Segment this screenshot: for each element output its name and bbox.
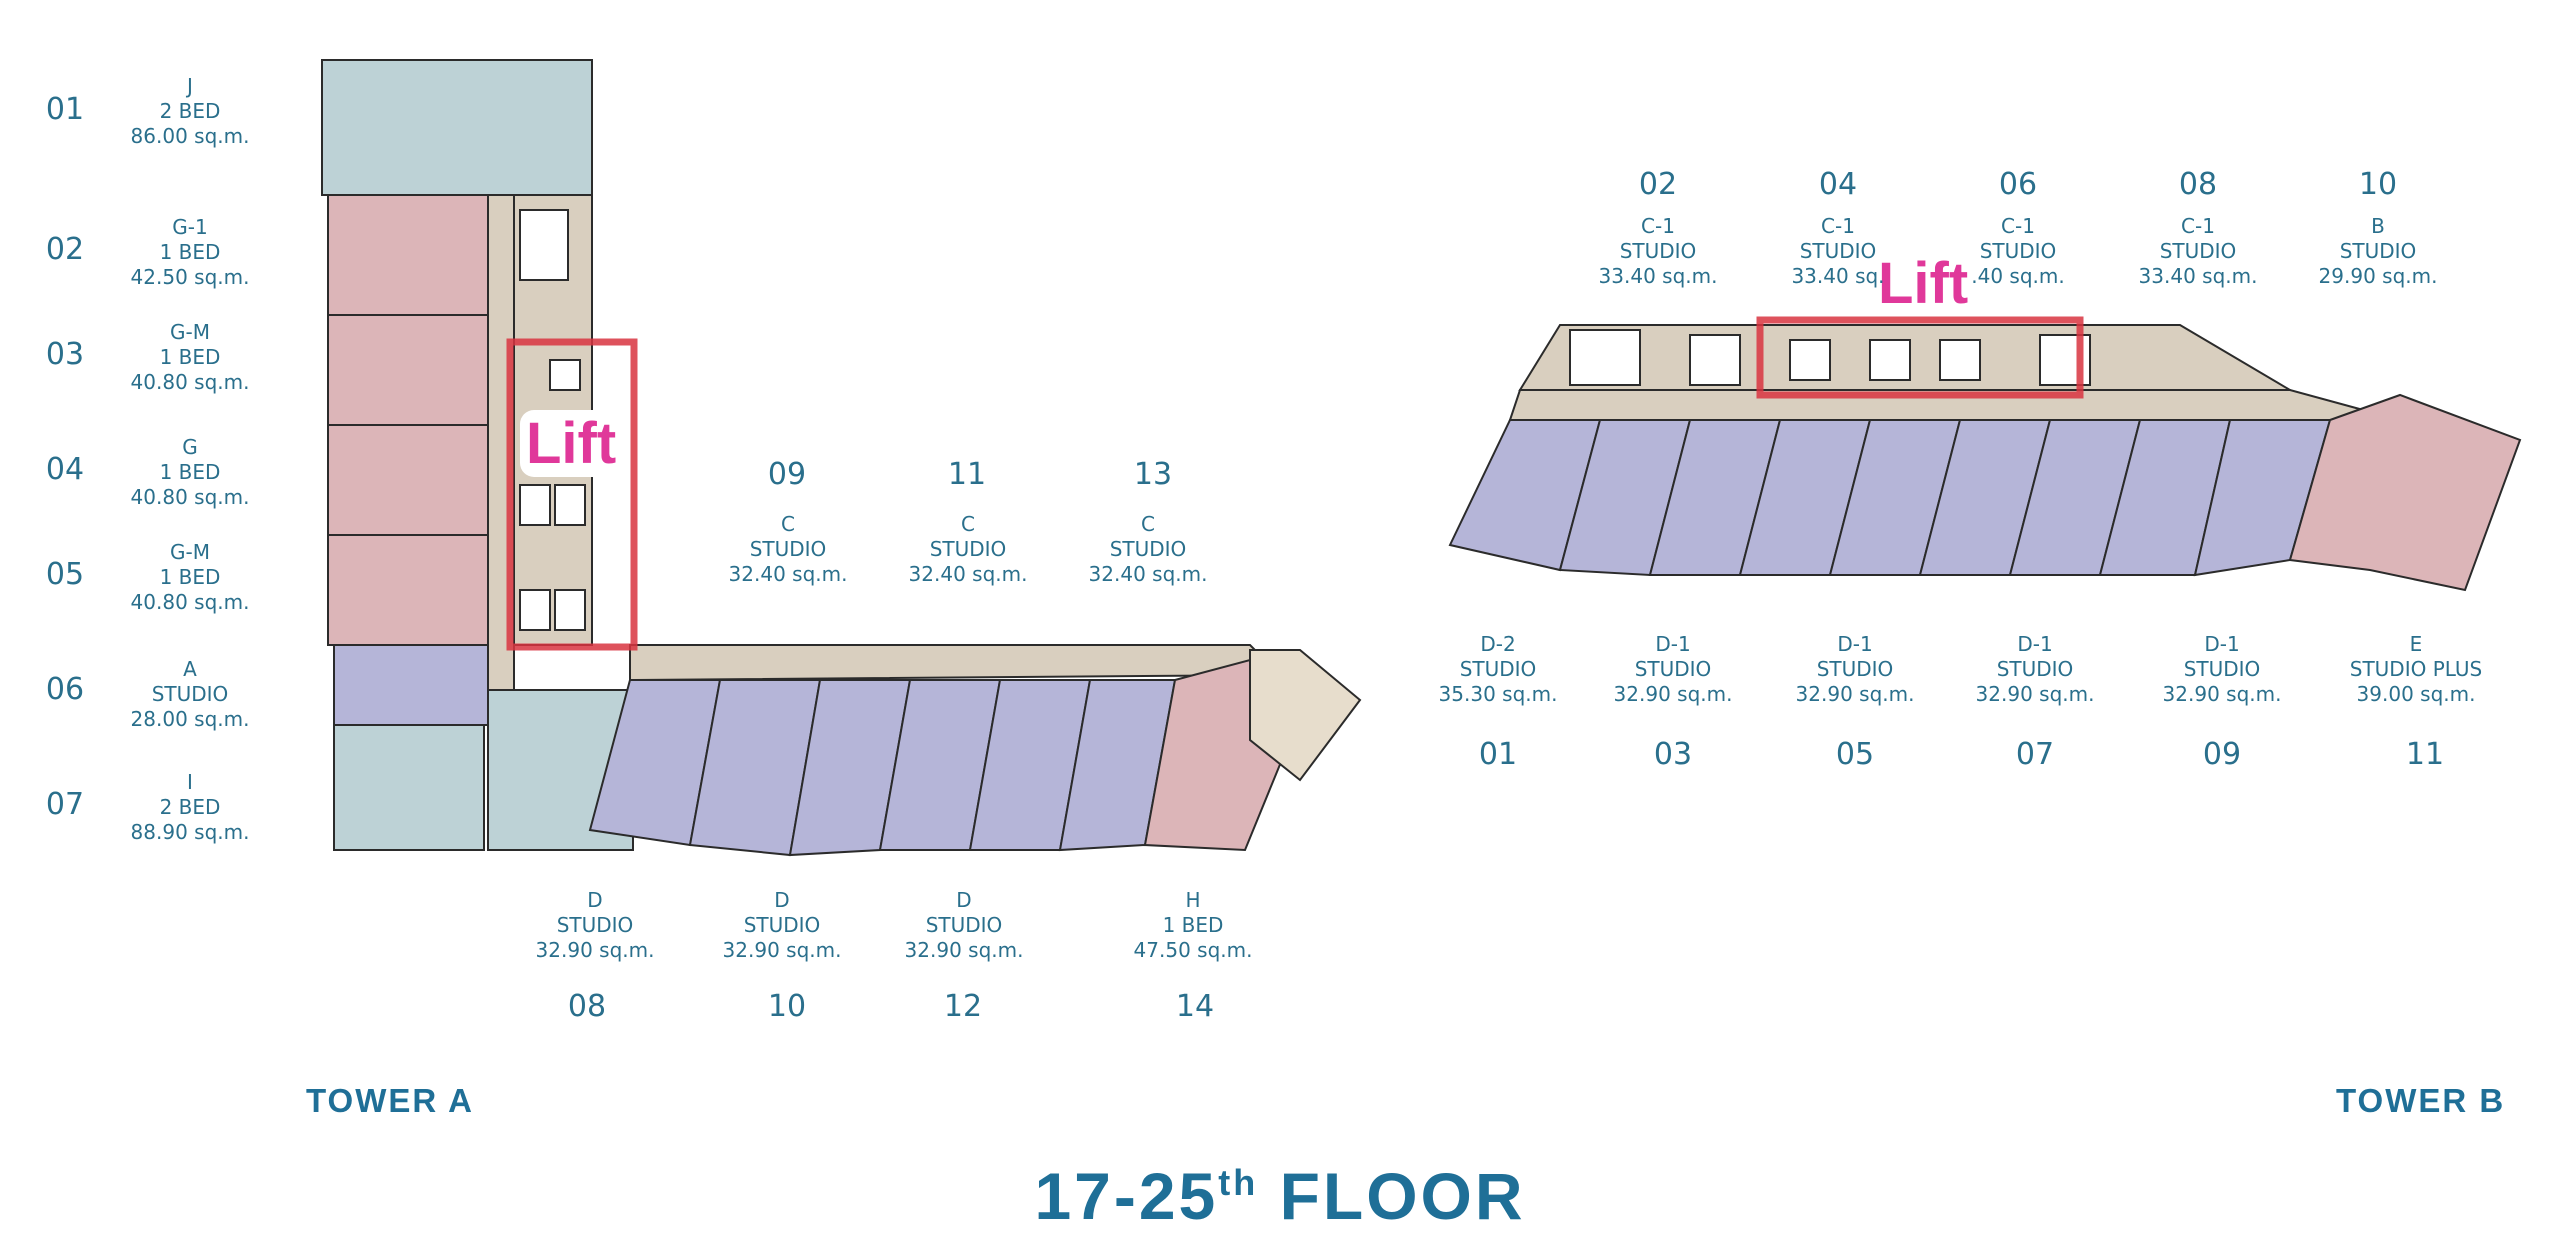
stair-b-west — [1569, 329, 1641, 386]
stair-a — [519, 209, 569, 281]
tower-a-label: TOWER A — [306, 1082, 474, 1119]
unit-number: 10 — [767, 989, 807, 1024]
lift-car — [549, 359, 581, 391]
tower-b-plan — [1448, 324, 2522, 592]
unit-number: 02 — [45, 232, 85, 267]
tower-b-label: TOWER B — [2336, 1082, 2506, 1119]
stair-b — [1689, 334, 1741, 386]
lift-car — [554, 589, 586, 631]
unit-a07-shape — [333, 724, 485, 851]
lift-car — [519, 589, 551, 631]
unit-number: 12 — [943, 989, 983, 1024]
unit-a02-shape — [327, 194, 489, 316]
unit-number: 09 — [2202, 737, 2242, 772]
stair-a-east — [1249, 649, 1362, 782]
floor-title-suffix: th — [1218, 1162, 1259, 1203]
unit-number: 07 — [45, 787, 85, 822]
unit-a01-shape — [321, 59, 593, 196]
unit-number: 05 — [45, 557, 85, 592]
unit-number: 10 — [2358, 167, 2398, 202]
floor-title-range: 17-25 — [1034, 1159, 1219, 1233]
unit-number: 01 — [45, 92, 85, 127]
lift-car — [554, 484, 586, 526]
unit-number: 03 — [1653, 737, 1693, 772]
unit-number: 04 — [1818, 167, 1858, 202]
lift-highlight-b — [1756, 316, 2084, 399]
lift-car — [1869, 339, 1911, 381]
unit-number: 13 — [1133, 457, 1173, 492]
lift-label-b: Lift — [1878, 251, 1969, 316]
unit-b11-shape — [2288, 393, 2522, 592]
unit-a04-shape — [327, 424, 489, 536]
floor-title: 17-25th FLOOR — [0, 1158, 2560, 1234]
unit-a03-shape — [327, 314, 489, 426]
unit-number: 07 — [2015, 737, 2055, 772]
unit-number: 11 — [2405, 737, 2445, 772]
lift-car — [1939, 339, 1981, 381]
unit-number: 05 — [1835, 737, 1875, 772]
unit-number: 11 — [947, 457, 987, 492]
unit-number: 06 — [1998, 167, 2038, 202]
tower-a-plan — [321, 59, 1362, 857]
unit-number: 03 — [45, 337, 85, 372]
unit-number: 09 — [767, 457, 807, 492]
lift-label-a: Lift — [520, 410, 623, 477]
unit-number: 02 — [1638, 167, 1678, 202]
unit-number: 08 — [2178, 167, 2218, 202]
unit-number: 14 — [1175, 989, 1215, 1024]
lift-car — [1789, 339, 1831, 381]
corridor-horizontal-a — [629, 644, 1283, 682]
unit-a05-shape — [327, 534, 489, 646]
lift-car — [519, 484, 551, 526]
unit-a06-shape — [333, 644, 489, 726]
unit-number: 06 — [45, 672, 85, 707]
floor-title-text: FLOOR — [1258, 1159, 1526, 1233]
unit-number: 04 — [45, 452, 85, 487]
unit-number: 08 — [567, 989, 607, 1024]
lift-highlight-a — [506, 338, 638, 651]
unit-number: 01 — [1478, 737, 1518, 772]
